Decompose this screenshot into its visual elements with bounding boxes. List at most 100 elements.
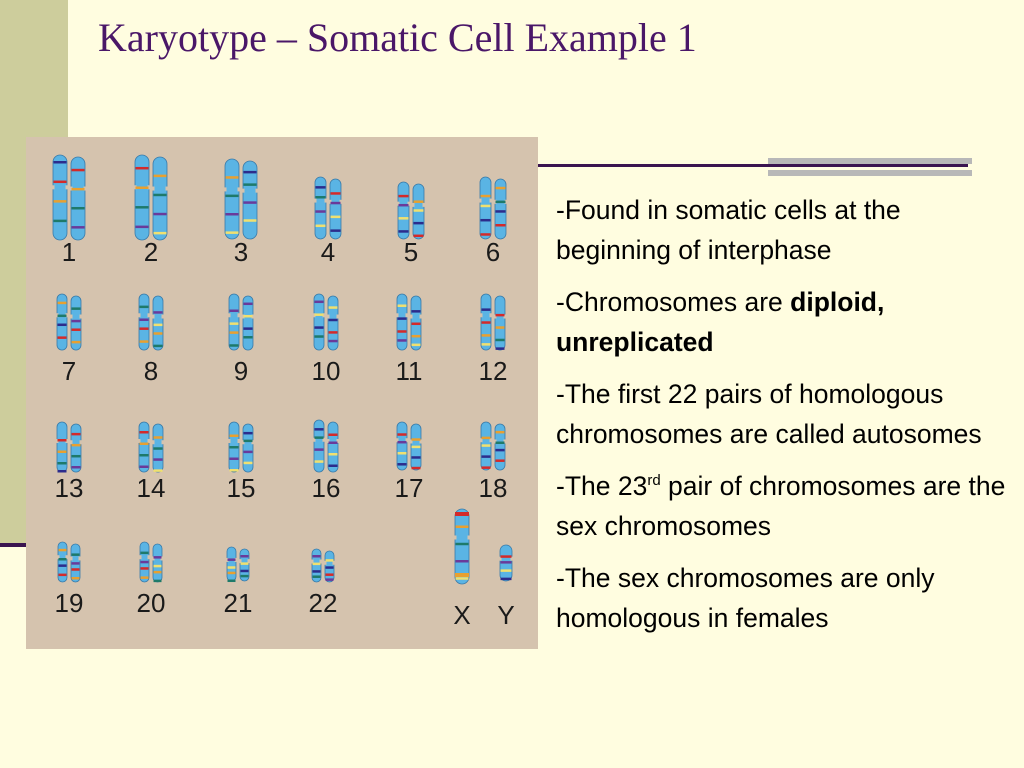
chromosome-8-a-band <box>139 305 149 309</box>
chromosome-15-a-centromere <box>237 439 240 443</box>
bullet-list: -Found in somatic cells at the beginning… <box>556 190 1016 650</box>
bullet-1: -Found in somatic cells at the beginning… <box>556 195 901 265</box>
chromosome-21-b-centromere <box>239 559 242 564</box>
chromosome-10-b-band <box>328 306 338 309</box>
karyotype-label-8: 8 <box>144 356 158 386</box>
chromosome-12-b-centromere <box>494 314 497 319</box>
chromosome-20-b-band <box>153 556 162 559</box>
chromosome-17-b-centromere <box>410 439 413 444</box>
chromosome-3-a-centromere <box>224 187 227 192</box>
chromosome-X-band <box>455 525 469 528</box>
chromosome-10-b-band <box>328 331 338 334</box>
chromosome-12-b-band <box>495 326 505 329</box>
chromosome-21-b-band <box>240 562 249 565</box>
chromosome-1-b-band <box>71 206 85 210</box>
chromosome-1-a-centromere <box>52 185 55 190</box>
chromosome-20-a-centromere <box>139 555 142 560</box>
chromosome-10-a-band <box>314 313 324 316</box>
chromosome-22-a-band <box>312 555 321 558</box>
chromosome-2-b-band <box>153 212 167 216</box>
chromosome-13-b-centromere <box>70 440 73 445</box>
chromosome-13-a-band <box>57 450 67 453</box>
chromosome-2-a-centromere <box>147 185 150 190</box>
chromosome-22-a-band <box>312 562 321 566</box>
chromosome-12-a-centromere <box>480 313 483 318</box>
chromosome-8-b-band <box>153 332 163 335</box>
chromosome-10-a-centromere <box>322 313 325 318</box>
chromosome-21-a-band <box>227 571 236 575</box>
chromosome-16-b-band <box>328 464 338 467</box>
chromosome-19-b-centromere <box>70 556 73 561</box>
chromosome-3-b-band <box>243 170 257 174</box>
chromosome-13-a-centromere <box>56 439 59 443</box>
chromosome-4-a-band <box>315 186 326 189</box>
chromosome-6-b-centromere <box>504 199 507 204</box>
bullet-4-text: -The 23 <box>556 471 648 501</box>
chromosome-11-b-centromere <box>419 314 422 319</box>
chromosome-15-a-band <box>229 457 239 460</box>
chromosome-6-b-band <box>495 224 506 227</box>
chromosome-18-b-centromere <box>503 439 506 444</box>
chromosome-10-b <box>327 295 339 351</box>
bullet-2: -Chromosomes are diploid, unreplicated <box>556 282 1016 362</box>
chromosome-19-b-centromere <box>78 556 81 561</box>
chromosome-2-b-band <box>153 174 167 178</box>
chromosome-16-a-band <box>314 448 324 451</box>
chromosome-1-a-centromere <box>65 185 68 190</box>
chromosome-X-band <box>455 512 469 516</box>
chromosome-22-b-band <box>325 573 334 576</box>
chromosome-13-b-band <box>71 432 81 436</box>
chromosome-2-b-band <box>153 193 167 197</box>
chromosome-20-a-band <box>140 551 149 555</box>
chromosome-13-a-centromere <box>65 439 68 443</box>
chromosome-6-a-band <box>480 218 491 222</box>
chromosome-20-a-band <box>140 567 149 570</box>
bullet-4-text-end: pair of chromosomes are the sex chromoso… <box>556 471 1006 541</box>
chromosome-11-b-centromere <box>410 314 413 319</box>
chromosome-11-b-band <box>411 334 421 338</box>
chromosome-15-b-band <box>243 431 253 435</box>
karyotype-label-X: X <box>453 600 470 630</box>
chromosome-11-b-band <box>411 310 421 313</box>
chromosome-6-a-centromere <box>489 198 492 203</box>
karyotype-label-Y: Y <box>497 600 514 630</box>
chromosome-1-b-centromere <box>83 186 86 191</box>
chromosome-15-a-band <box>229 469 239 472</box>
chromosome-1-a-band <box>53 161 67 164</box>
chromosome-15-a-centromere <box>228 439 231 443</box>
chromosome-8-a-band <box>139 327 149 330</box>
chromosome-5-a-band <box>398 194 409 198</box>
chromosome-18-a-band <box>481 444 491 447</box>
chromosome-14-a-band <box>139 454 149 457</box>
chromosome-X <box>454 508 470 585</box>
karyotype-label-6: 6 <box>486 237 500 267</box>
chromosome-14-b-centromere <box>161 440 164 445</box>
chromosome-8-a-band <box>139 340 149 343</box>
chromosome-22-a-centromere <box>319 559 322 564</box>
chromosome-17-a-centromere <box>405 438 408 443</box>
chromosome-5-a-band <box>398 230 409 233</box>
chromosome-4-a-centromere <box>314 198 317 203</box>
chromosome-Y-band <box>500 561 512 564</box>
karyotype-label-19: 19 <box>55 588 84 618</box>
chromosome-6-b-band <box>495 186 506 190</box>
chromosome-3-a <box>224 158 240 240</box>
chromosome-5-b-band <box>413 209 424 212</box>
chromosome-14-a-centromere <box>147 439 150 443</box>
chromosome-14-a-band <box>139 442 149 445</box>
karyotype-label-15: 15 <box>227 473 256 503</box>
chromosome-1-b <box>70 156 86 241</box>
chromosome-13-b-band <box>71 443 81 447</box>
chromosome-11-b-band <box>411 343 421 347</box>
chromosome-8-b-band <box>153 311 163 314</box>
chromosome-6-a-band <box>480 194 491 198</box>
chromosome-18-a-band <box>481 466 491 469</box>
chromosome-22-b-centromere <box>324 560 327 565</box>
chromosome-19-b-band <box>71 553 80 556</box>
chromosome-6-a-band <box>480 204 491 208</box>
chromosome-14-a-band <box>139 431 149 434</box>
chromosome-4-b-band <box>330 215 341 219</box>
chromosome-16-a-centromere <box>322 437 325 442</box>
chromosome-11-a-band <box>397 304 407 307</box>
chromosome-12-a-band <box>481 343 491 346</box>
